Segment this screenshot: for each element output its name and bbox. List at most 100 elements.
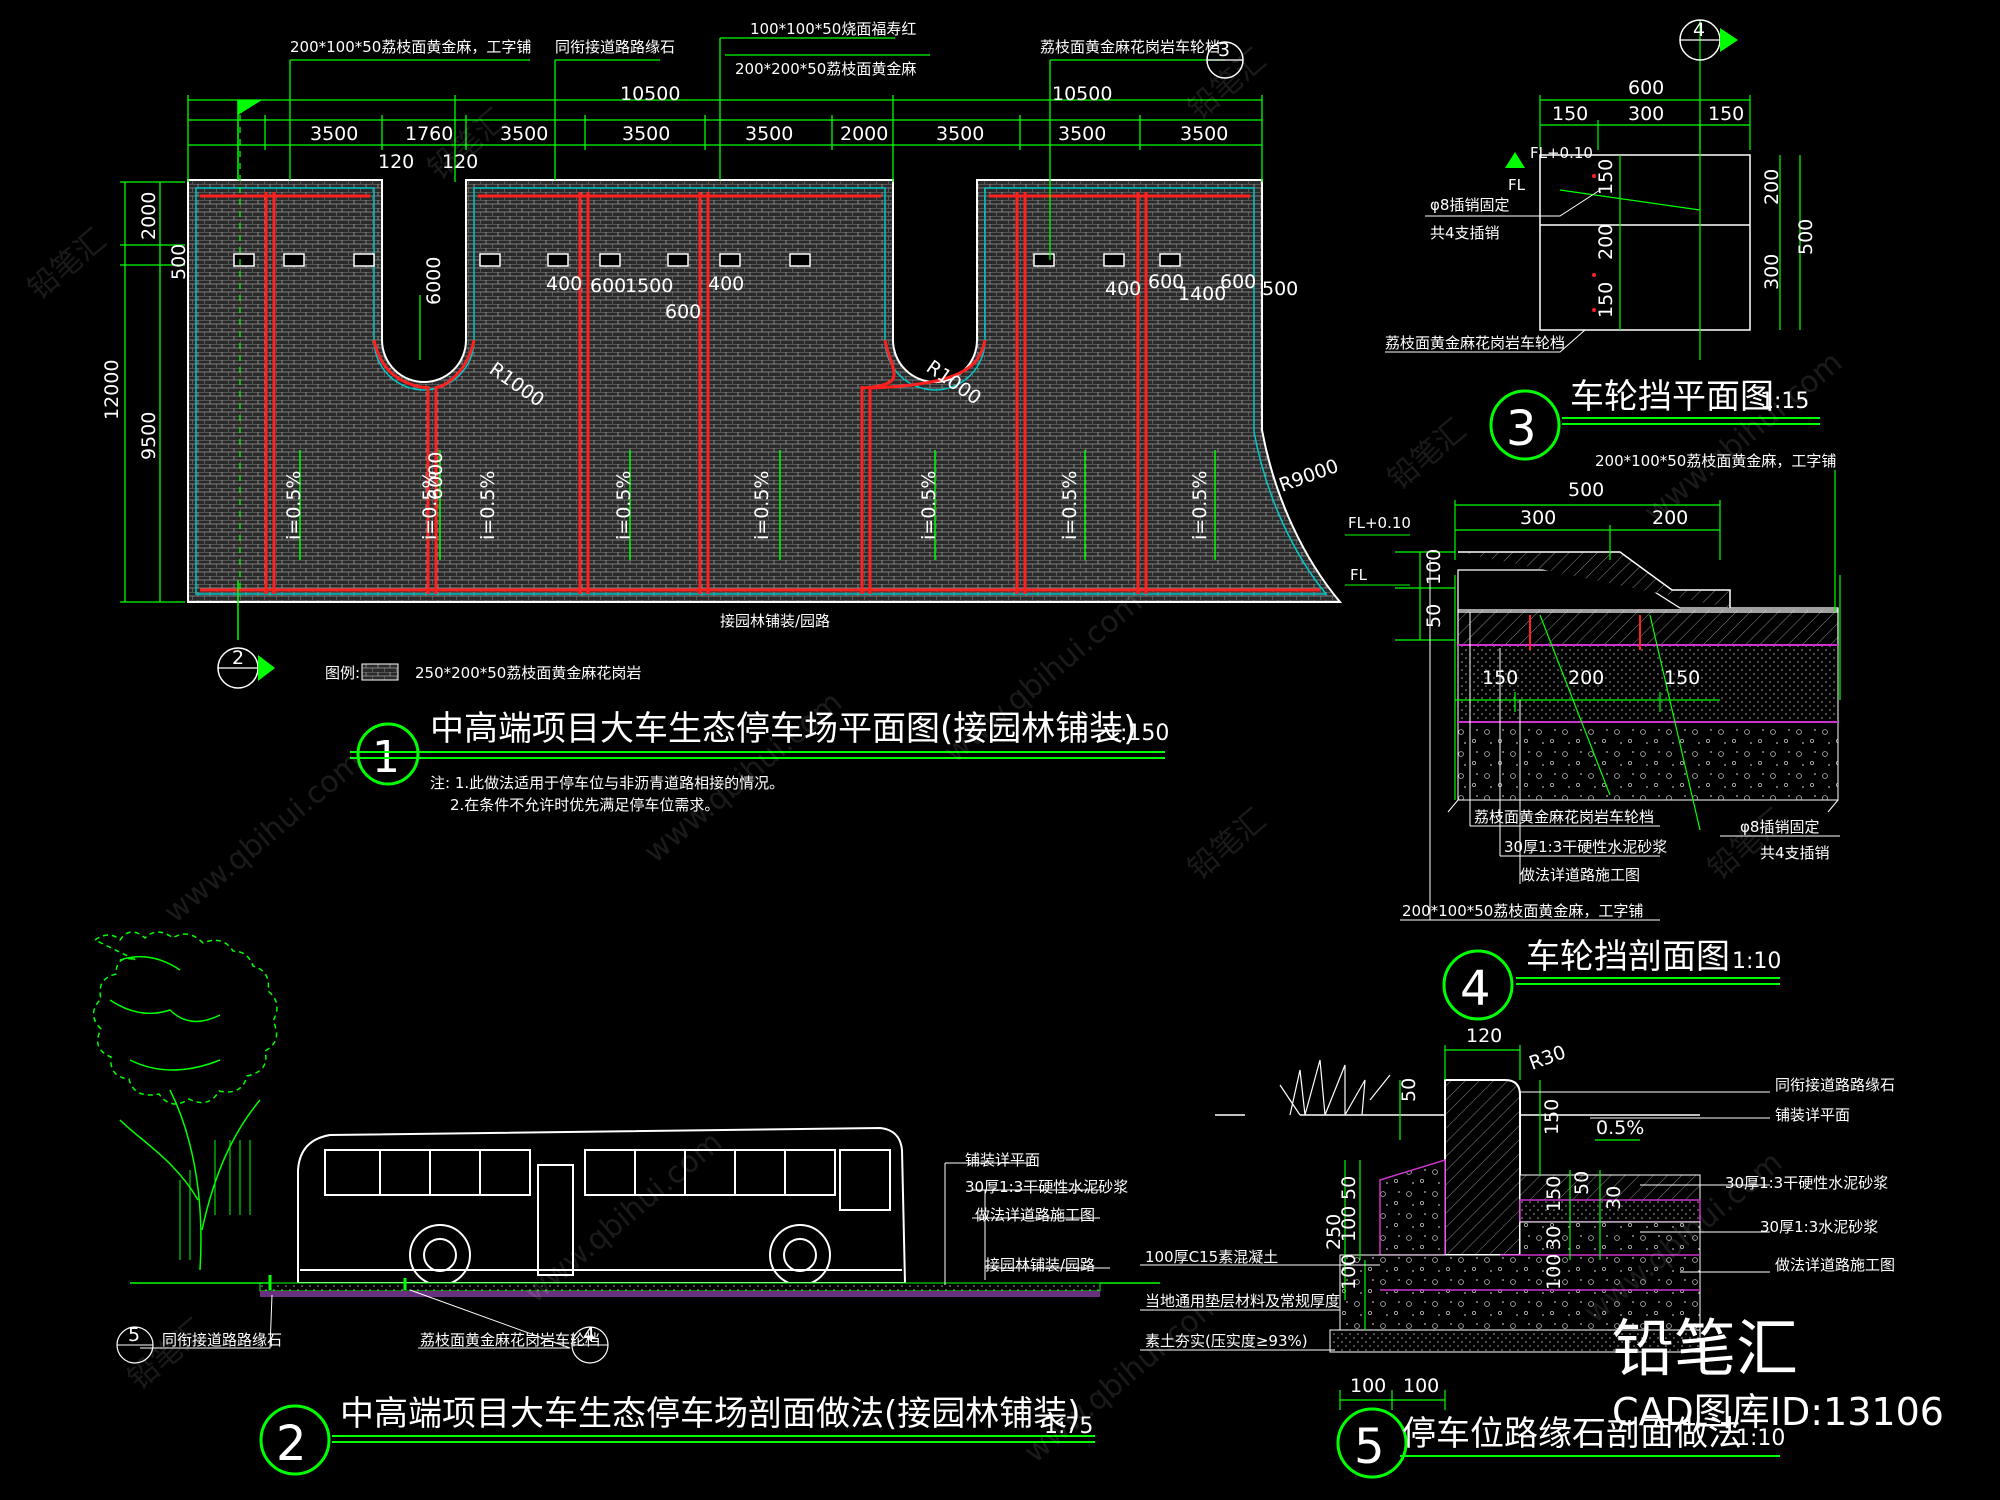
wheel-stoppers: [233, 253, 1181, 267]
drawing-number-3: 3: [1506, 401, 1537, 457]
dim-3500-b: 3500: [500, 123, 548, 145]
dim-3500-g: 3500: [1180, 123, 1228, 145]
bus-illustration: [297, 1126, 907, 1286]
drawing-number-2: 2: [276, 1416, 307, 1472]
curb-section-drawing: 120 R30 50 150 0.5% 50 30 150 30 100 250…: [1140, 1025, 1895, 1479]
slope-label: i=0.5%: [283, 471, 305, 540]
d3-stopper: 荔枝面黄金麻花岗岩车轮档: [1385, 334, 1565, 352]
brand-id: CAD图库ID:13106: [1612, 1390, 1944, 1434]
note-2: 2.在条件不允许时优先满足停车位需求。: [450, 796, 719, 814]
dim-600-b: 600: [665, 301, 701, 323]
d3-level: FL+0.10: [1530, 144, 1593, 162]
legend-swatch: [361, 663, 399, 681]
d5-dim-r30: R30: [1526, 1041, 1569, 1074]
d5-dim-250: 250: [1323, 1214, 1345, 1250]
note-1: 注: 1.此做法适用于停车位与非沥青道路相接的情况。: [430, 774, 784, 792]
d5-label-c15: 100厚C15素混凝土: [1145, 1248, 1278, 1266]
d4-dim-150-b: 150: [1664, 667, 1700, 689]
d4-stopper: 荔枝面黄金麻花岗岩车轮档: [1474, 808, 1654, 826]
d3-dim-150-a: 150: [1552, 103, 1588, 125]
parking-section-drawing: 铺装详平面 30厚1:3干硬性水泥砂浆 做法详道路施工图 接园林铺装/园路 5 …: [92, 931, 1160, 1476]
d5-label-dry-mortar: 30厚1:3干硬性水泥砂浆: [1725, 1174, 1888, 1192]
radius-r9000: R9000: [1276, 455, 1341, 497]
dim-3500-a: 3500: [310, 123, 358, 145]
d4-dim-200: 200: [1652, 507, 1688, 529]
d3-dim-left-150a: 150: [1595, 159, 1617, 195]
dim-2000-left: 2000: [138, 192, 160, 240]
dim-12000-left: 12000: [101, 360, 123, 420]
dim-3500-c: 3500: [622, 123, 670, 145]
callout-3-number: 3: [1218, 39, 1230, 61]
dim-600-c: 600: [1148, 271, 1184, 293]
drawing-scale-5: 1:10: [1736, 1426, 1785, 1451]
drawing-scale-1: 1:150: [1106, 721, 1169, 746]
slope-label: i=0.5%: [751, 471, 773, 540]
slope-label: i=0.5%: [1059, 471, 1081, 540]
title-bubble-5: [1336, 1407, 1408, 1479]
d4-pin: φ8插销固定: [1740, 818, 1819, 836]
dim-1760: 1760: [405, 123, 453, 145]
d5-dim-150b: 150: [1543, 1176, 1565, 1212]
section-marker-top-flag: [237, 100, 262, 180]
d5-label-mortar: 30厚1:3水泥砂浆: [1760, 1218, 1878, 1236]
dim-500-left: 500: [168, 244, 190, 280]
d5-label-soil: 素土夯实(压实度≥93%): [1145, 1332, 1308, 1350]
d5-label-road: 做法详道路施工图: [1775, 1256, 1895, 1274]
parking-plan-outline: [187, 179, 1343, 603]
dim-400-b: 400: [708, 273, 744, 295]
d3-dim-600: 600: [1628, 77, 1664, 99]
d2-label-mortar: 30厚1:3干硬性水泥砂浆: [965, 1178, 1128, 1196]
dim-600-d: 600: [1220, 271, 1256, 293]
d3-dim-right-500: 500: [1795, 219, 1817, 255]
d4-dim-200-b: 200: [1568, 667, 1604, 689]
parking-plan-drawing: i=0.5% i=0.5% i=0.5% i=0.5% i=0.5% i=0.5…: [101, 20, 1343, 814]
d5-dim-100a: 100: [1543, 1254, 1565, 1290]
title-bubble-1: [356, 722, 420, 786]
dim-120-b: 120: [442, 151, 478, 173]
dim-120-a: 120: [378, 151, 414, 173]
grass-symbol: [1279, 1059, 1391, 1116]
parking-plan-inner-outline: [195, 187, 1328, 595]
d4-top-label: 200*100*50荔枝面黄金麻，工字铺: [1595, 452, 1836, 470]
slope-label: i=0.5%: [419, 471, 441, 540]
d4-mortar: 30厚1:3干硬性水泥砂浆: [1504, 838, 1667, 856]
dim-3500-e: 3500: [936, 123, 984, 145]
drawing-title-5: 停车位路缘石剖面做法: [1402, 1414, 1742, 1454]
svg-text:4: 4: [583, 1324, 595, 1346]
plan-dimension-lines: [120, 37, 1263, 603]
slope-label: i=0.5%: [477, 471, 499, 540]
drawing-scale-2: 1:75: [1044, 1414, 1093, 1439]
dim-6000-upper: 6000: [423, 257, 445, 305]
d3-dim-left-200: 200: [1595, 224, 1617, 260]
wheel-stop-plan-drawing: 600 150 300 150 150 200 150 200 500 300 …: [1385, 19, 1820, 461]
slope-label: i=0.5%: [613, 471, 635, 540]
drawing-number-5: 5: [1354, 1419, 1385, 1475]
wheel-stop-section-drawing: 200*100*50荔枝面黄金麻，工字铺 500 300 200 150 200…: [1345, 452, 1841, 1021]
d4-pin-count: 共4支插销: [1760, 844, 1830, 862]
label-gold-stone: 200*200*50荔枝面黄金麻: [735, 60, 916, 78]
label-paving: 200*100*50荔枝面黄金麻，工字铺: [290, 38, 531, 56]
drawing-scale-4: 1:10: [1732, 949, 1781, 974]
d4-dim-100: 100: [1423, 549, 1445, 585]
d5-dim-150a: 150: [1541, 1099, 1563, 1135]
dim-1500: 1500: [625, 275, 673, 297]
label-red-stone: 100*100*50烧面福寿红: [750, 20, 916, 38]
d4-dim-300: 300: [1520, 507, 1556, 529]
d5-label-curb: 同衔接道路路缘石: [1775, 1076, 1895, 1094]
d4-paving: 200*100*50荔枝面黄金麻，工字铺: [1402, 902, 1643, 920]
d2-callout-4-text: 荔枝面黄金麻花岗岩车轮档: [420, 1331, 600, 1349]
svg-text:5: 5: [128, 1324, 140, 1346]
title-bubble-4: [1442, 949, 1514, 1021]
dim-3500-f: 3500: [1058, 123, 1106, 145]
d5-dim-50c: 50: [1338, 1176, 1360, 1200]
d5-dim-100c: 100: [1338, 1254, 1360, 1290]
d2-callout-5-text: 同衔接道路路缘石: [162, 1331, 282, 1349]
d5-dim-50a: 50: [1398, 1078, 1420, 1102]
dim-10500-right: 10500: [1052, 83, 1112, 105]
d5-dim-30b: 30: [1543, 1226, 1565, 1250]
dim-600-a: 600: [590, 275, 626, 297]
drawing-number-4: 4: [1460, 961, 1491, 1017]
label-curb: 同衔接道路路缘石: [555, 38, 675, 56]
slope-arrows: [299, 450, 1216, 560]
